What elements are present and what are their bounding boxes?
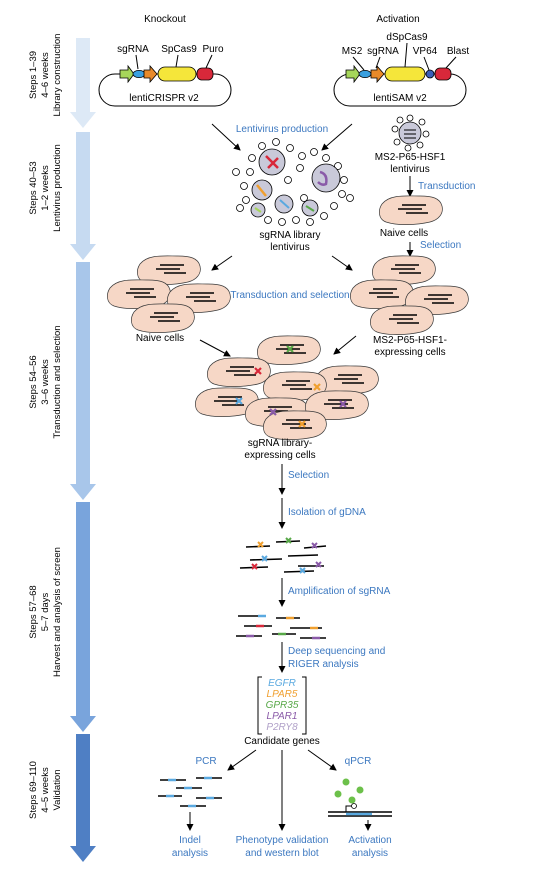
selection-right-label: Selection xyxy=(420,240,461,251)
lenticrispr-plasmid: sgRNA SpCas9 Puro lentiCRISPR v2 xyxy=(98,44,232,107)
candidate-genes-list: EGFR LPAR5 GPR35 LPAR1 P2RY8 xyxy=(257,676,307,735)
pcr-label: PCR xyxy=(195,756,216,767)
phenotype-validation-label-2: and western blot xyxy=(245,848,319,859)
indel-analysis-label-1: Indel xyxy=(179,835,201,846)
stage-1-name: Library construction xyxy=(52,34,63,117)
sgrna-label-act: sgRNA xyxy=(367,46,399,57)
gene-lpar5: LPAR5 xyxy=(267,689,298,700)
naive-cells-right-label: Naive cells xyxy=(380,228,428,239)
stage-2-duration: 1–2 weeks xyxy=(40,165,51,211)
timeline-segment-1 xyxy=(70,38,96,128)
sgrna-library-expressing-cells xyxy=(194,335,380,441)
gene-egfr: EGFR xyxy=(268,678,296,689)
qpcr-illustration xyxy=(328,778,392,817)
ms2-lentivirus-label-2: lentivirus xyxy=(390,164,429,175)
blast-label: Blast xyxy=(447,46,469,57)
gene-gpr35: GPR35 xyxy=(266,700,299,711)
stage-4-duration: 5–7 days xyxy=(40,592,51,631)
spcas9-label: SpCas9 xyxy=(161,44,197,55)
transduction-label: Transduction xyxy=(418,181,475,192)
transduction-and-selection-label: Transduction and selection xyxy=(230,290,349,301)
sgrna-label-ko: sgRNA xyxy=(117,44,149,55)
timeline-segment-2 xyxy=(70,132,96,260)
sgrna-library-lentivirus-label-1: sgRNA library xyxy=(259,230,320,241)
stage-5-steps: Steps 69–110 xyxy=(28,761,39,819)
sgrna-library-lentivirus-cluster xyxy=(232,138,354,226)
stage-5-name: Validation xyxy=(52,769,63,810)
qpcr-label: qPCR xyxy=(345,756,372,767)
deep-seq-label-1: Deep sequencing and xyxy=(288,646,385,657)
isolation-gdna-label: Isolation of gDNA xyxy=(288,507,366,518)
amplification-label: Amplification of sgRNA xyxy=(288,586,391,597)
naive-cells-left-label: Naive cells xyxy=(136,333,184,344)
vp64-label: VP64 xyxy=(413,46,438,57)
ms2-expressing-cells-label-2: expressing cells xyxy=(374,347,445,358)
ms2-lentivirus-label-1: MS2-P65-HSF1 xyxy=(375,152,446,163)
selection-label: Selection xyxy=(288,470,329,481)
stage-5-duration: 4–5 weeks xyxy=(40,767,51,813)
candidate-genes-label: Candidate genes xyxy=(244,736,320,747)
knockout-header: Knockout xyxy=(144,14,186,25)
stage-3-steps: Steps 54–56 xyxy=(28,355,39,408)
indel-analysis-label-2: analysis xyxy=(172,848,208,859)
lentisam-plasmid: dSpCas9 MS2 sgRNA VP64 Blast lentiSAM v2 xyxy=(333,32,469,107)
naive-cell-right xyxy=(378,195,444,226)
activation-analysis-label-2: analysis xyxy=(352,848,388,859)
deep-seq-label-2: RIGER analysis xyxy=(288,659,359,670)
timeline-segment-4 xyxy=(70,502,96,732)
stage-4-steps: Steps 57–68 xyxy=(28,585,39,638)
lentivirus-production-label: Lentivirus production xyxy=(236,124,328,135)
gene-lpar1: LPAR1 xyxy=(267,711,298,722)
timeline-segment-3 xyxy=(70,262,96,500)
stage-1-steps: Steps 1–39 xyxy=(28,51,39,99)
ms2-expressing-cells-label-1: MS2-P65-HSF1- xyxy=(373,335,447,346)
naive-cells-left xyxy=(106,255,232,334)
sgrna-library-cells-label-2: expressing cells xyxy=(244,450,315,461)
sgrna-library-cells-label-1: sgRNA library- xyxy=(248,438,312,449)
ms2-label: MS2 xyxy=(342,46,363,57)
ms2-lentivirus-particle xyxy=(391,114,430,152)
dspcas9-label: dSpCas9 xyxy=(386,32,428,43)
puro-label: Puro xyxy=(202,44,224,55)
timeline: Steps 1–39 4–6 weeks Library constructio… xyxy=(28,34,96,862)
stage-1-duration: 4–6 weeks xyxy=(40,52,51,98)
stage-3-duration: 3–6 weeks xyxy=(40,359,51,405)
stage-4-name: Harvest and analysis of screen xyxy=(52,547,63,677)
stage-2-name: Lentivirus production xyxy=(52,144,63,232)
amplicons xyxy=(236,614,326,640)
activation-analysis-label-1: Activation xyxy=(348,835,391,846)
ms2-expressing-cells xyxy=(349,255,470,336)
lentisam-name: lentiSAM v2 xyxy=(373,93,427,104)
stage-3-name: Transduction and selection xyxy=(52,325,63,438)
timeline-segment-5 xyxy=(70,734,96,862)
sgrna-library-lentivirus-label-2: lentivirus xyxy=(270,242,309,253)
gene-p2ry8: P2RY8 xyxy=(266,722,298,733)
activation-header: Activation xyxy=(376,14,419,25)
lenticrispr-name: lentiCRISPR v2 xyxy=(129,93,199,104)
phenotype-validation-label-1: Phenotype validation xyxy=(236,835,329,846)
genomic-dna xyxy=(239,537,327,574)
pcr-products xyxy=(158,776,222,808)
stage-2-steps: Steps 40–53 xyxy=(28,161,39,214)
